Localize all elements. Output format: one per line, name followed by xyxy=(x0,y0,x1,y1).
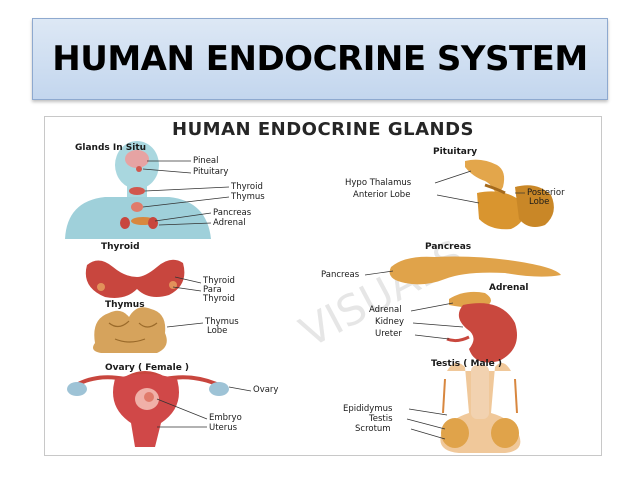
label-ovary: Ovary xyxy=(253,385,279,395)
label-pineal: Pineal xyxy=(193,156,219,166)
label-uterus: Uterus xyxy=(209,423,238,433)
adrenal-kidney-illustration xyxy=(446,291,517,363)
label-thyroid-small: Thyroid xyxy=(231,182,263,192)
thymus-leader-lines xyxy=(166,322,204,328)
label-ureter: Ureter xyxy=(375,329,402,339)
label-testis: Testis xyxy=(369,414,393,424)
section-ovary: Ovary ( Female ) xyxy=(105,363,190,373)
label-embryo: Embryo xyxy=(209,413,242,423)
section-testis: Testis ( Male ) xyxy=(431,359,502,369)
endocrine-poster: HUMAN ENDOCRINE GLANDS VISUALS xyxy=(44,116,602,456)
section-adrenal: Adrenal xyxy=(489,283,529,293)
label-posterior-lobe-2: Lobe xyxy=(529,197,550,207)
section-pancreas: Pancreas xyxy=(425,242,472,252)
ovary-uterus-illustration xyxy=(67,371,229,447)
label-pancreas-small: Pancreas xyxy=(213,208,252,218)
label-thyroid: Thyroid xyxy=(203,276,235,286)
situ-leader-lines xyxy=(142,160,230,226)
label-kidney: Kidney xyxy=(375,317,404,327)
pancreas-illustration xyxy=(389,256,561,285)
adrenal-leader-lines xyxy=(410,302,464,340)
pancreas-leader-line xyxy=(364,270,394,276)
label-scrotum: Scrotum xyxy=(355,424,391,434)
body-silhouette-figure xyxy=(65,141,211,239)
section-thymus: Thymus xyxy=(105,300,145,310)
label-pancreas: Pancreas xyxy=(321,270,360,280)
label-epididymus: Epididymus xyxy=(343,404,393,414)
label-pituitary-small: Pituitary xyxy=(193,167,229,177)
ovary-leader-lines xyxy=(156,386,252,428)
label-posterior-lobe-1: Posterior xyxy=(527,188,565,198)
thyroid-illustration xyxy=(85,259,185,298)
slide-title-box: HUMAN ENDOCRINE SYSTEM xyxy=(32,18,608,100)
testis-leader-lines xyxy=(406,408,448,440)
label-thymus-lobe: Lobe xyxy=(207,326,228,336)
pituitary-illustration xyxy=(465,159,554,230)
thymus-illustration xyxy=(93,307,167,353)
thyroid-leader-lines xyxy=(172,276,202,292)
testis-illustration xyxy=(440,362,521,453)
section-pituitary: Pituitary xyxy=(433,147,478,157)
section-glands-in-situ: Glands In Situ xyxy=(75,143,147,153)
label-adrenal: Adrenal xyxy=(369,305,402,315)
label-hypo-thalamus: Hypo Thalamus xyxy=(345,178,412,188)
label-adrenal-small: Adrenal xyxy=(213,218,246,228)
label-thymus: Thymus xyxy=(205,317,239,327)
label-thymus-small: Thymus xyxy=(231,192,265,202)
label-para: Para xyxy=(203,285,222,295)
label-anterior-lobe: Anterior Lobe xyxy=(353,190,411,200)
pituitary-leader-lines xyxy=(434,170,525,204)
poster-illustrations: VISUALS xyxy=(65,141,561,453)
slide-title: HUMAN ENDOCRINE SYSTEM xyxy=(52,39,588,79)
section-thyroid: Thyroid xyxy=(101,242,140,252)
label-para-thyroid: Thyroid xyxy=(203,294,235,304)
poster-title: HUMAN ENDOCRINE GLANDS xyxy=(172,119,474,140)
